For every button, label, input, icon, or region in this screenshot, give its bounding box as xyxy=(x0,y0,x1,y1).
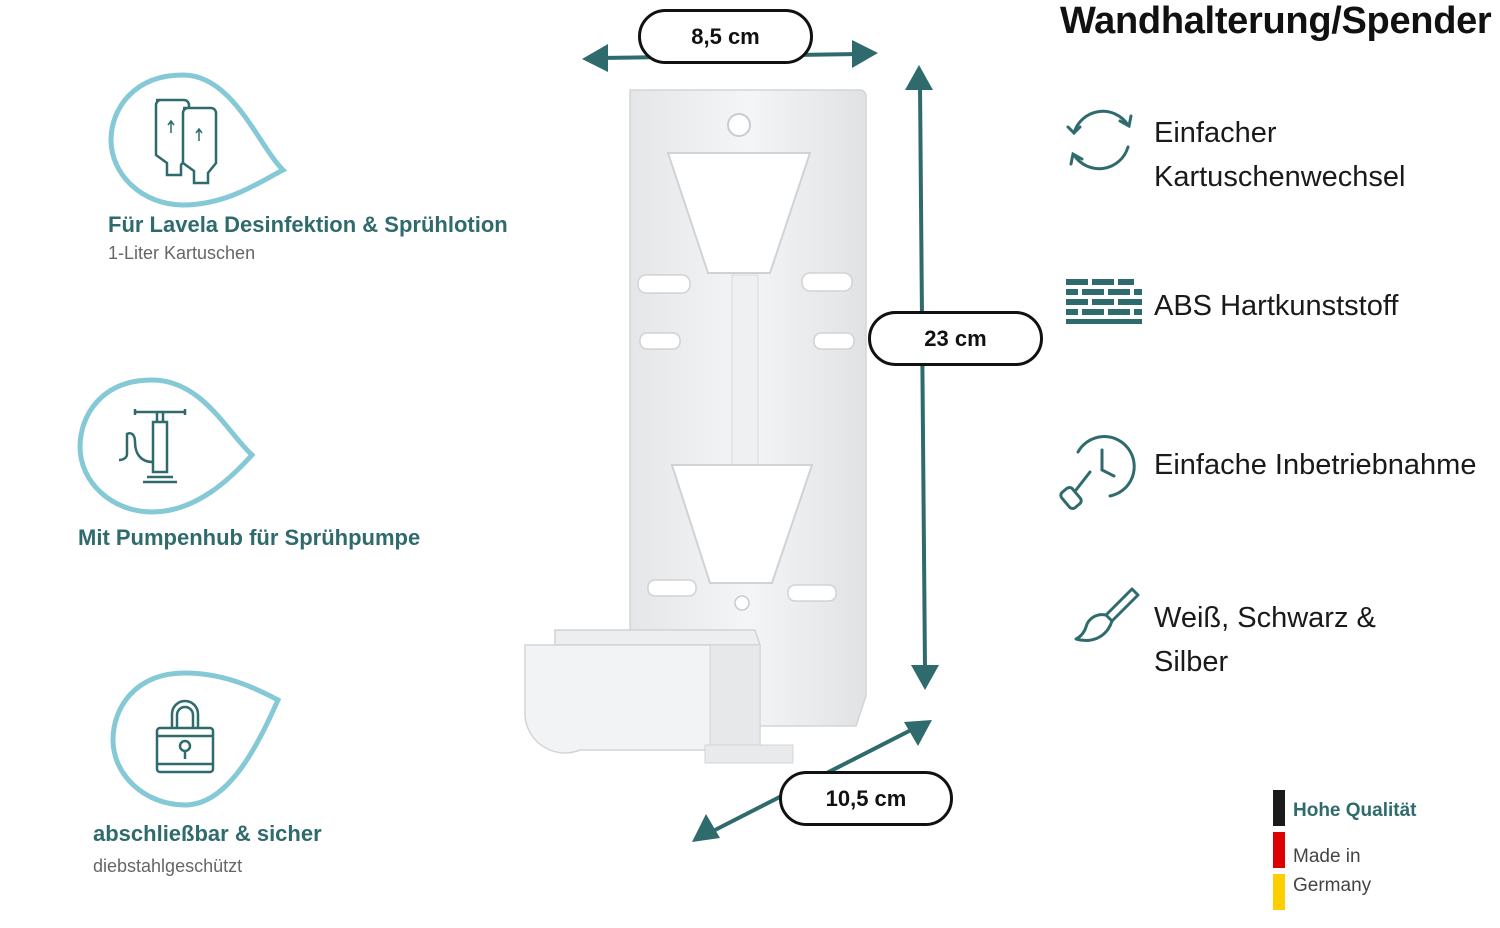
feature-subtitle: 1-Liter Kartuschen xyxy=(108,243,256,263)
flag-gold-bar xyxy=(1273,874,1285,910)
feature-text: Weiß, Schwarz & Silber xyxy=(1154,602,1376,678)
pump-icon xyxy=(77,377,256,515)
page-title: Wandhalterung/Spender xyxy=(1060,0,1492,42)
quality-label: Hohe Qualität xyxy=(1293,800,1417,821)
feature-title: Für Lavela Desinfektion & Sprühlotion xyxy=(108,212,508,237)
height-label: 23 cm xyxy=(868,311,1043,366)
germany-label: Germany xyxy=(1293,875,1372,896)
paintbrush-icon xyxy=(1074,587,1140,642)
feature-title: Mit Pumpenhub für Sprühpumpe xyxy=(78,525,421,550)
flag-black-bar xyxy=(1273,790,1285,826)
clock-screwdriver-icon xyxy=(1059,435,1136,511)
feature-title: abschließbar & sicher xyxy=(93,821,322,846)
depth-label: 10,5 cm xyxy=(779,771,953,826)
width-label: 8,5 cm xyxy=(638,9,813,64)
brick-wall-icon xyxy=(1066,279,1142,324)
flag-red-bar xyxy=(1273,832,1285,868)
cartridges-icon xyxy=(108,72,288,208)
feature-text: ABS Hartkunststoff xyxy=(1154,290,1399,322)
padlock-icon xyxy=(110,670,282,808)
feature-subtitle: diebstahlgeschützt xyxy=(93,856,243,876)
feature-text: Einfacher Kartuschenwechsel xyxy=(1154,117,1406,193)
feature-text: Einfache Inbetriebnahme xyxy=(1154,449,1477,481)
refresh-icon xyxy=(1066,109,1133,171)
wall-bracket-image xyxy=(524,89,867,764)
made-in-label: Made in xyxy=(1293,846,1361,867)
